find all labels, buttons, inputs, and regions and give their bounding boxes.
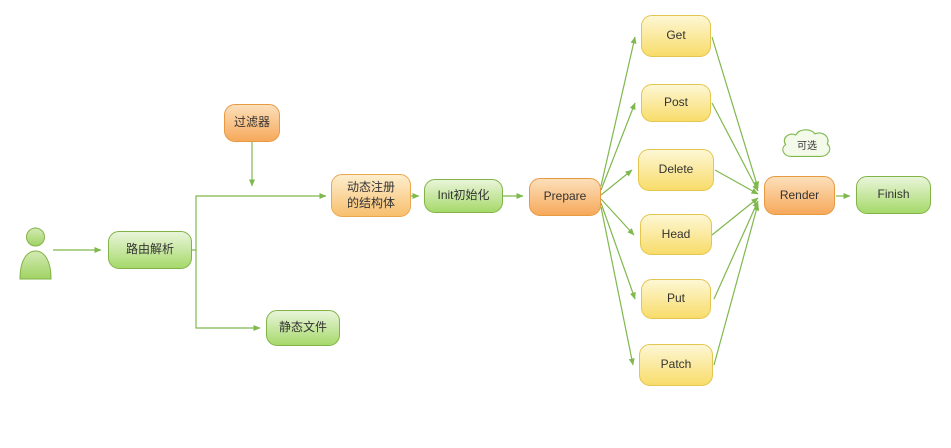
node-label: Delete — [658, 162, 694, 177]
node-label: 路由解析 — [125, 242, 174, 257]
node-label: Patch — [660, 357, 692, 372]
node-static-files: 静态文件 — [266, 310, 340, 346]
edge-get-render — [711, 36, 759, 189]
node-label-line2: 的结构体 — [346, 195, 395, 210]
node-method-post: Post — [641, 84, 711, 122]
edge-prepare-put — [600, 202, 636, 300]
optional-label: 可选 — [797, 141, 817, 152]
node-label: Init初始化 — [437, 188, 490, 203]
node-method-patch: Patch — [639, 344, 713, 386]
edge-prepare-post — [600, 102, 636, 191]
node-label: 过滤器 — [233, 115, 270, 130]
node-method-get: Get — [641, 15, 711, 57]
person-icon — [19, 227, 52, 280]
node-finish: Finish — [856, 176, 931, 214]
edge-prepare-patch — [600, 206, 635, 366]
edge-head-render — [711, 197, 759, 236]
node-label: Put — [666, 291, 685, 306]
edge-prepare-get — [600, 36, 637, 187]
optional-cloud-callout: 可选 — [778, 126, 836, 162]
edge-route-static — [195, 250, 261, 331]
node-method-delete: Delete — [638, 149, 714, 191]
edge-prepare-head — [600, 198, 635, 236]
node-label: Finish — [877, 187, 910, 202]
node-label: Head — [661, 226, 691, 241]
edge-prepare-delete — [600, 169, 633, 196]
edge-patch-render — [713, 203, 760, 366]
node-label: 静态文件 — [278, 320, 327, 335]
node-label: Post — [663, 95, 688, 110]
node-label-line1: 动态注册 — [346, 179, 395, 194]
node-method-put: Put — [641, 279, 711, 319]
edge-route-struct — [192, 193, 327, 251]
node-filter: 过滤器 — [224, 104, 280, 142]
node-method-head: Head — [640, 214, 712, 255]
node-init: Init初始化 — [424, 179, 503, 213]
node-render: Render — [764, 176, 835, 215]
cloud-icon — [782, 129, 831, 157]
user-actor — [17, 226, 54, 281]
node-label: Prepare — [543, 189, 587, 204]
node-label: Render — [779, 187, 820, 202]
edge-post-render — [711, 102, 759, 192]
node-dynamic-struct: 动态注册 的结构体 — [331, 174, 411, 217]
edge-delete-render — [714, 169, 759, 195]
node-prepare: Prepare — [529, 178, 601, 216]
node-label: Get — [666, 28, 686, 43]
node-route-parse: 路由解析 — [108, 231, 192, 269]
edge-put-render — [713, 200, 759, 300]
